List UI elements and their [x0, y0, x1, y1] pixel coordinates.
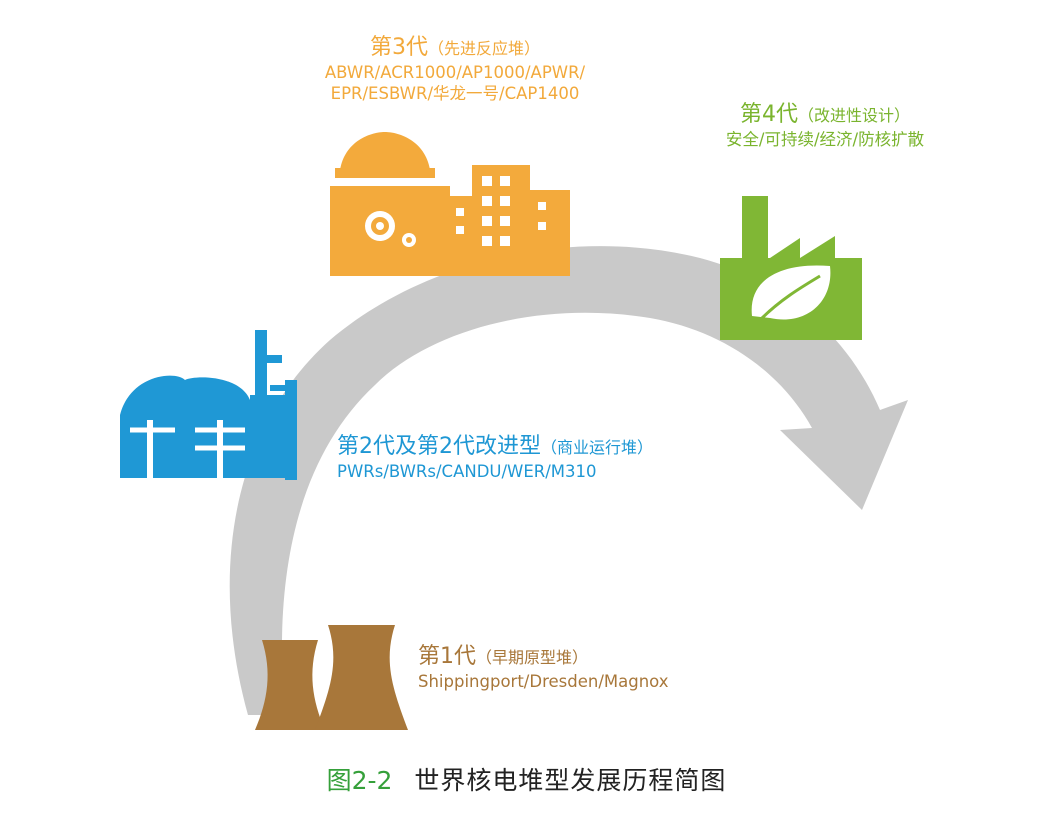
figure-number: 图2-2 [326, 766, 393, 795]
gen4-factory-leaf-icon [720, 196, 862, 340]
gen1-cooling-towers-icon [255, 625, 408, 730]
gen1-subtitle: （早期原型堆） [476, 648, 589, 667]
gen1-models-line1: Shippingport/Dresden/Magnox [418, 672, 669, 691]
gen4-models-line1: 安全/可持续/经济/防核扩散 [725, 130, 925, 149]
gen4-label: 第4代（改进性设计） 安全/可持续/经济/防核扩散 [690, 102, 960, 150]
gen3-models-line1: ABWR/ACR1000/AP1000/APWR/ [324, 63, 586, 82]
gen3-label: 第3代（先进反应堆） ABWR/ACR1000/AP1000/APWR/ EPR… [240, 35, 670, 104]
progress-arrow-body [229, 246, 909, 715]
figure-caption: 图2-2 世界核电堆型发展历程简图 [0, 764, 1053, 798]
gen4-title: 第4代 [739, 102, 798, 127]
gen2-label: 第2代及第2代改进型（商业运行堆） PWRs/BWRs/CANDU/WER/M3… [337, 434, 653, 482]
gen3-models-line2: EPR/ESBWR/华龙一号/CAP1400 [330, 84, 580, 103]
gen2-reactor-icon [120, 330, 297, 480]
gen3-subtitle: （先进反应堆） [427, 39, 540, 58]
gen4-subtitle: （改进性设计） [797, 106, 910, 125]
figure-caption-text: 世界核电堆型发展历程简图 [414, 766, 727, 795]
gen2-subtitle: （商业运行堆） [541, 438, 654, 457]
gen3-title: 第3代 [369, 35, 428, 60]
gen3-reactor-icon [330, 132, 570, 276]
gen2-models-line1: PWRs/BWRs/CANDU/WER/M310 [337, 462, 597, 481]
diagram-graphics [120, 132, 909, 730]
gen1-title: 第1代 [418, 644, 476, 669]
gen1-label: 第1代（早期原型堆） Shippingport/Dresden/Magnox [418, 644, 669, 692]
gen2-title: 第2代及第2代改进型 [337, 434, 541, 459]
